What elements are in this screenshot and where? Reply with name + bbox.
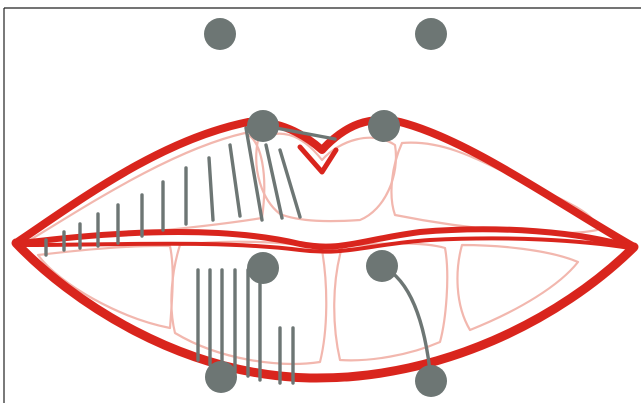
reference-point-left [204, 18, 236, 50]
upper-lip-border [16, 120, 634, 247]
reference-point-right [415, 18, 447, 50]
upper-lip-peak-left [247, 110, 279, 142]
injection-line [209, 158, 213, 220]
injection-line [230, 145, 240, 216]
lower-lip-inner-right [366, 250, 398, 282]
upper-lip-peak-right [368, 110, 400, 142]
upper-lip-right-zone [391, 143, 597, 234]
lower-lip-inner-left [247, 252, 279, 284]
injection-line [280, 150, 300, 217]
lower-lip-border-right [415, 365, 447, 397]
lower-lip-border-left [205, 361, 237, 393]
lower-lip-right-zone [457, 245, 578, 330]
